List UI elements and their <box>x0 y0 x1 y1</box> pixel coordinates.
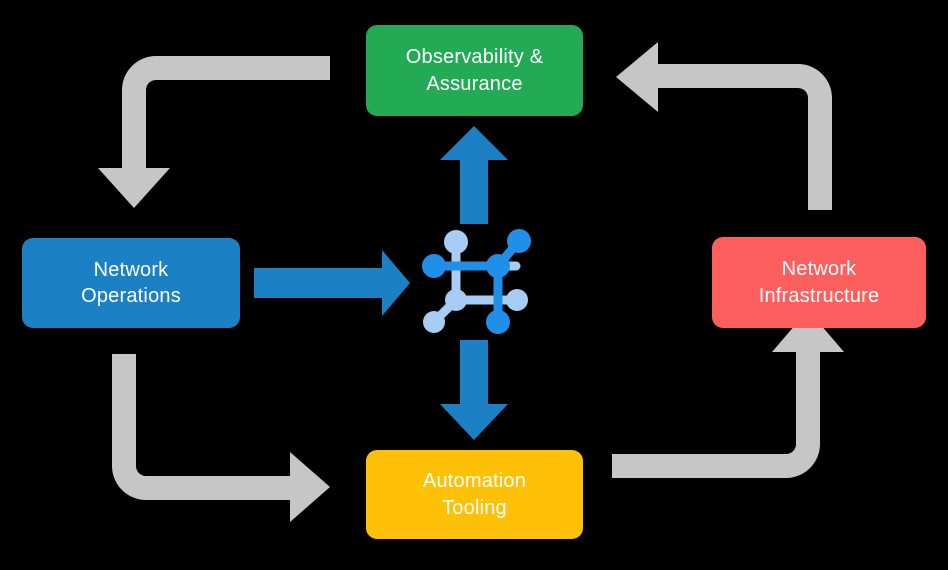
node-network-infrastructure[interactable]: Network Infrastructure <box>712 237 926 328</box>
network-topology-icon <box>422 229 531 334</box>
node-automation-tooling[interactable]: Automation Tooling <box>366 450 583 539</box>
connector-ops-to-center <box>254 250 410 316</box>
connector-automation-to-infrastructure <box>612 310 844 478</box>
topology-dark-nodes <box>422 229 531 334</box>
node-observability-assurance[interactable]: Observability & Assurance <box>366 25 583 116</box>
node-network-operations[interactable]: Network Operations <box>22 238 240 328</box>
connector-center-to-observability <box>440 126 508 224</box>
connector-ops-to-automation <box>112 354 330 522</box>
node-observability-label: Observability & Assurance <box>405 46 544 95</box>
node-automation-tooling-label: Automation Tooling <box>422 470 527 519</box>
connector-center-to-automation <box>440 340 508 440</box>
connector-observability-to-ops <box>98 56 330 208</box>
topology-light-nodes <box>423 230 528 333</box>
connector-infrastructure-to-observability <box>616 42 832 210</box>
node-network-infrastructure-label: Network Infrastructure <box>758 258 880 307</box>
node-network-operations-label: Network Operations <box>81 258 181 307</box>
